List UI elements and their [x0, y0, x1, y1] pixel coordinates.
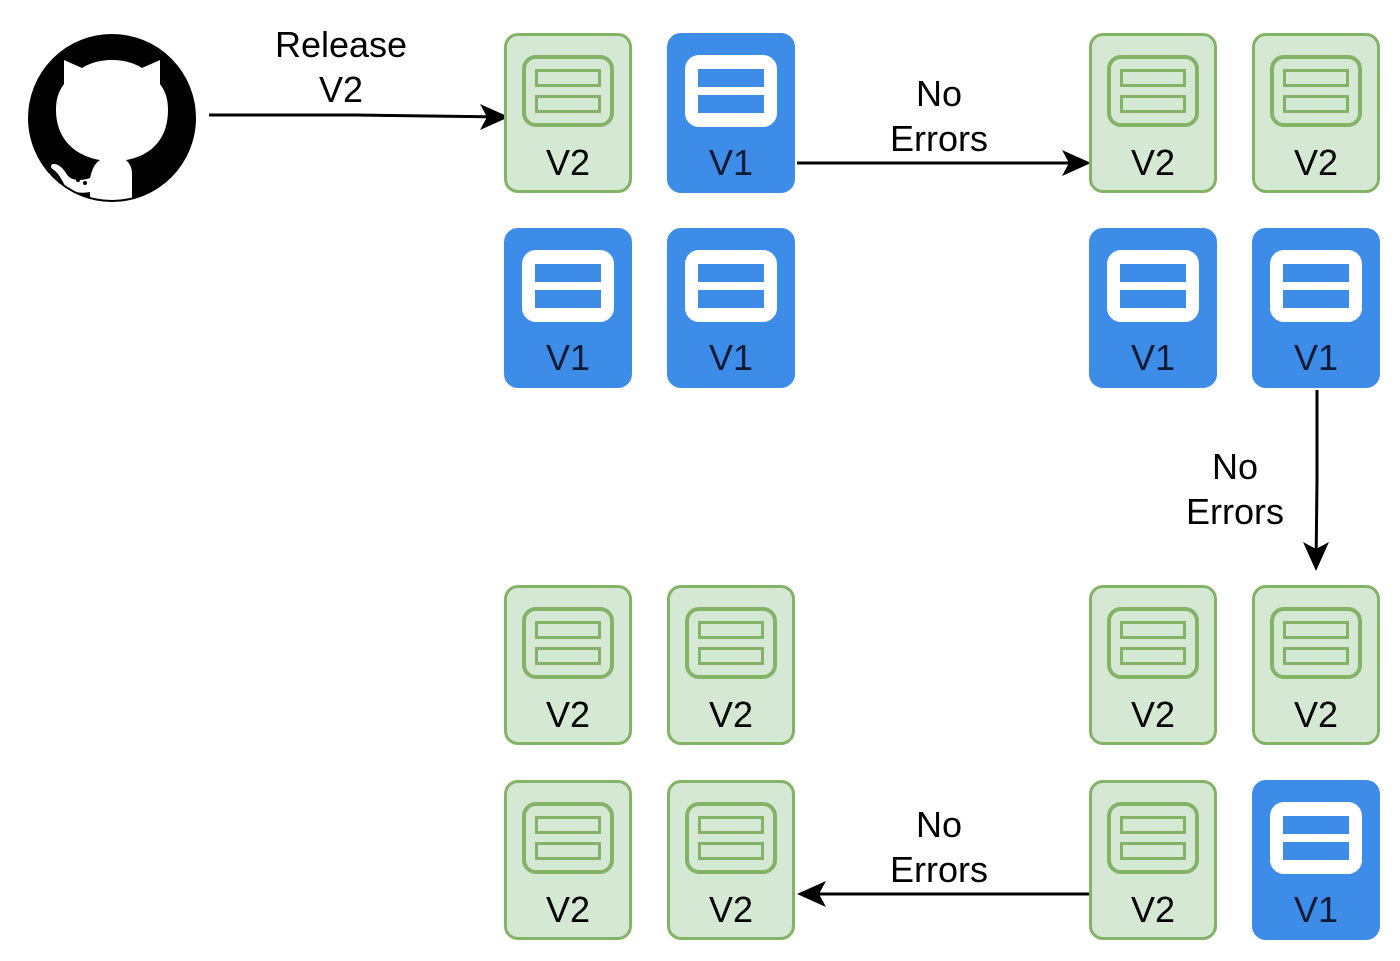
server-icon	[685, 250, 777, 322]
server-node-v1: V1	[1252, 780, 1380, 940]
server-node-v2: V2	[667, 780, 795, 940]
server-slot	[698, 264, 764, 282]
server-icon	[1270, 55, 1362, 127]
server-slot	[535, 69, 601, 87]
edge-label-step2: No Errors	[1186, 446, 1284, 532]
server-version-label: V1	[1130, 337, 1176, 378]
server-slot	[1283, 264, 1349, 282]
server-slot	[1120, 647, 1186, 665]
server-version-label: V2	[1130, 142, 1176, 183]
server-icon	[1270, 802, 1362, 874]
server-icon	[1270, 250, 1362, 322]
server-slot	[698, 621, 764, 639]
server-slot	[698, 816, 764, 834]
server-slot	[1283, 647, 1349, 665]
server-slot	[1120, 69, 1186, 87]
server-slot	[1283, 816, 1349, 834]
server-slot	[535, 290, 601, 308]
server-node-v2: V2	[1089, 33, 1217, 193]
edge-step2-arrow	[1314, 390, 1319, 569]
server-version-label: V1	[1293, 337, 1339, 378]
server-version-label: V2	[1130, 694, 1176, 735]
server-slot	[1283, 69, 1349, 87]
server-slot	[535, 842, 601, 860]
server-icon	[1107, 607, 1199, 679]
github-icon	[28, 34, 196, 202]
edge-release-arrow	[209, 113, 507, 119]
edge-label-step1: No Errors	[890, 73, 988, 159]
server-version-label: V2	[1293, 142, 1339, 183]
server-version-label: V2	[545, 142, 591, 183]
server-version-label: V2	[1293, 694, 1339, 735]
server-slot	[698, 842, 764, 860]
server-node-v1: V1	[1252, 228, 1380, 388]
server-node-v2: V2	[1252, 33, 1380, 193]
server-slot	[1120, 816, 1186, 834]
server-slot	[1120, 621, 1186, 639]
server-icon	[522, 250, 614, 322]
server-node-v2: V2	[504, 33, 632, 193]
server-icon	[685, 607, 777, 679]
server-slot	[535, 816, 601, 834]
edge-label-step3: No Errors	[890, 804, 988, 890]
server-slot	[535, 264, 601, 282]
server-node-v2: V2	[667, 585, 795, 745]
server-version-label: V1	[708, 337, 754, 378]
server-slot	[698, 647, 764, 665]
edge-label-release: Release V2	[274, 24, 408, 110]
server-version-label: V2	[1130, 889, 1176, 930]
server-slot	[1120, 95, 1186, 113]
server-slot	[698, 290, 764, 308]
server-icon	[522, 607, 614, 679]
server-version-label: V1	[545, 337, 591, 378]
server-node-v2: V2	[1089, 780, 1217, 940]
server-node-v1: V1	[1089, 228, 1217, 388]
server-node-v2: V2	[1252, 585, 1380, 745]
server-slot	[1120, 290, 1186, 308]
server-version-label: V1	[1293, 889, 1339, 930]
server-icon	[1107, 250, 1199, 322]
server-node-v2: V2	[1089, 585, 1217, 745]
server-slot	[535, 647, 601, 665]
server-icon	[1107, 55, 1199, 127]
server-icon	[522, 55, 614, 127]
server-slot	[698, 95, 764, 113]
server-version-label: V1	[708, 142, 754, 183]
server-icon	[522, 802, 614, 874]
server-slot	[1120, 264, 1186, 282]
server-slot	[1283, 842, 1349, 860]
server-icon	[1270, 607, 1362, 679]
server-slot	[698, 69, 764, 87]
server-version-label: V2	[545, 889, 591, 930]
server-version-label: V2	[708, 889, 754, 930]
server-icon	[1107, 802, 1199, 874]
server-node-v1: V1	[667, 33, 795, 193]
server-slot	[1283, 621, 1349, 639]
server-version-label: V2	[708, 694, 754, 735]
server-icon	[685, 802, 777, 874]
server-version-label: V2	[545, 694, 591, 735]
server-icon	[685, 55, 777, 127]
server-slot	[1120, 842, 1186, 860]
server-node-v2: V2	[504, 780, 632, 940]
server-node-v1: V1	[504, 228, 632, 388]
server-slot	[535, 95, 601, 113]
server-node-v2: V2	[504, 585, 632, 745]
server-node-v1: V1	[667, 228, 795, 388]
server-slot	[1283, 95, 1349, 113]
server-slot	[535, 621, 601, 639]
server-slot	[1283, 290, 1349, 308]
